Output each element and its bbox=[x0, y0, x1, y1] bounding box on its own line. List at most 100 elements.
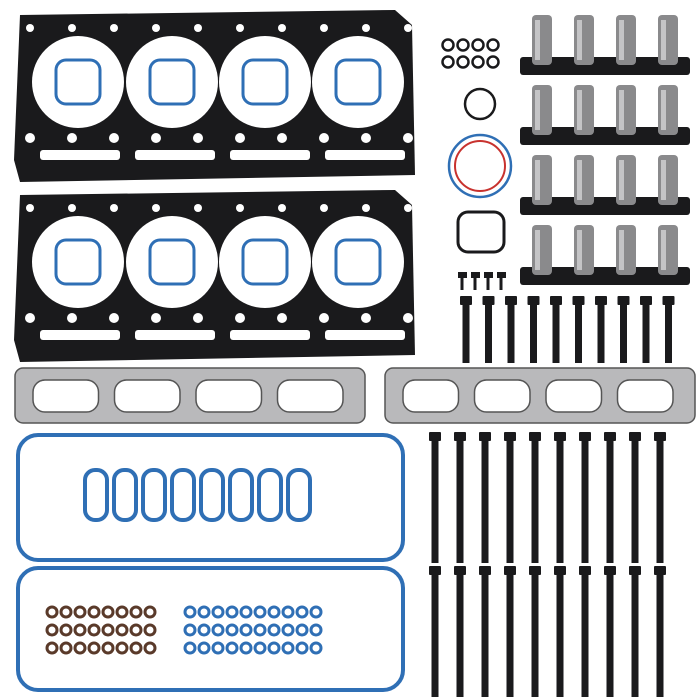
lifter-highlight bbox=[661, 20, 666, 60]
lifter-highlight bbox=[661, 230, 666, 270]
lifter-guide bbox=[520, 267, 690, 285]
valve-stem-seal bbox=[253, 623, 267, 637]
small-oring bbox=[441, 38, 455, 52]
exhaust-port bbox=[276, 379, 344, 413]
bolt-hole bbox=[151, 133, 161, 143]
lifter-tray-4 bbox=[520, 225, 690, 285]
bolt-hole bbox=[25, 313, 35, 323]
exhaust-port bbox=[402, 379, 460, 413]
bore-seal bbox=[334, 238, 382, 286]
bore-seal bbox=[54, 238, 102, 286]
valve-stem-seal bbox=[309, 605, 323, 619]
manifold-plate bbox=[14, 367, 366, 424]
bolt-hole bbox=[404, 204, 412, 212]
bolt-hole bbox=[110, 24, 118, 32]
short-bolt-head bbox=[617, 296, 630, 305]
spark-plug-tube-seal bbox=[170, 468, 196, 522]
lifter-highlight bbox=[535, 90, 540, 130]
cylinder-bore bbox=[126, 36, 218, 128]
short-bolt-head bbox=[572, 296, 585, 305]
bolt-hole bbox=[68, 204, 76, 212]
bolt-hole bbox=[151, 313, 161, 323]
valve-stem-seal bbox=[45, 623, 59, 637]
valve-stem-seal bbox=[211, 623, 225, 637]
exhaust-gasket-1 bbox=[14, 367, 366, 424]
long-bolt-shank bbox=[431, 575, 439, 697]
long-bolt-head bbox=[579, 432, 591, 441]
valve-stem-seal bbox=[73, 623, 87, 637]
small-oring bbox=[486, 38, 500, 52]
bolt-hole bbox=[193, 133, 203, 143]
small-oring bbox=[486, 55, 500, 69]
bolt-hole bbox=[68, 24, 76, 32]
short-bolt-head bbox=[460, 296, 472, 305]
coolant-slot bbox=[40, 330, 120, 340]
bolt-hole bbox=[278, 24, 286, 32]
valve-stem-seal bbox=[73, 641, 87, 655]
lifter-tray-1 bbox=[520, 15, 690, 75]
lifter-guide bbox=[520, 127, 690, 145]
long-bolt-shank bbox=[531, 441, 539, 563]
valve-stem-seal bbox=[183, 641, 197, 655]
spark-plug-tube-seal bbox=[286, 468, 312, 522]
valve-stem-seal bbox=[101, 605, 115, 619]
lifter-highlight bbox=[535, 20, 540, 60]
long-bolt-head bbox=[429, 566, 441, 575]
bolt-hole bbox=[152, 204, 160, 212]
bolt-hole bbox=[235, 133, 245, 143]
valve-stem-seal bbox=[101, 623, 115, 637]
bolt-hole bbox=[236, 204, 244, 212]
long-bolt-head bbox=[479, 566, 491, 575]
bolt-hole bbox=[403, 133, 413, 143]
valve-stem-seal bbox=[115, 623, 129, 637]
long-bolt-head bbox=[504, 566, 516, 575]
bore-seal bbox=[334, 58, 382, 106]
valve-stem-seal bbox=[59, 623, 73, 637]
head-gasket-2 bbox=[14, 190, 415, 362]
bolt-hole bbox=[109, 313, 119, 323]
long-bolt-head bbox=[454, 566, 466, 575]
valve-stem-seal bbox=[115, 641, 129, 655]
lifter-highlight bbox=[619, 160, 624, 200]
large-oring bbox=[463, 87, 497, 121]
lifter-highlight bbox=[661, 160, 666, 200]
small-oring bbox=[456, 55, 470, 69]
valve-stem-seal bbox=[211, 605, 225, 619]
bolt-hole bbox=[277, 133, 287, 143]
thermostat-gasket bbox=[456, 210, 506, 254]
bolt-hole bbox=[361, 133, 371, 143]
long-bolt-shank bbox=[581, 575, 589, 697]
bore-seal bbox=[241, 238, 289, 286]
bolt-hole bbox=[235, 313, 245, 323]
long-bolt-shank bbox=[456, 575, 464, 697]
lifter-highlight bbox=[535, 160, 540, 200]
long-bolt-head bbox=[429, 432, 441, 441]
bolt-hole bbox=[67, 313, 77, 323]
long-bolt-head bbox=[654, 566, 666, 575]
valve-stem-seal bbox=[87, 623, 101, 637]
small-bolt-head bbox=[471, 272, 480, 278]
long-bolt-shank bbox=[631, 575, 639, 697]
valve-stem-seal bbox=[129, 623, 143, 637]
long-bolt-shank bbox=[481, 575, 489, 697]
bore-seal bbox=[241, 58, 289, 106]
lifter-tray-3 bbox=[520, 155, 690, 215]
valve-stem-seal bbox=[281, 623, 295, 637]
spark-plug-tube-seal bbox=[83, 468, 109, 522]
small-oring bbox=[441, 55, 455, 69]
short-bolt-shank bbox=[552, 305, 560, 363]
cylinder-bore bbox=[312, 36, 404, 128]
coolant-slot bbox=[230, 330, 310, 340]
valve-stem-seal bbox=[225, 641, 239, 655]
valve-stem-seal bbox=[225, 623, 239, 637]
small-bolt-head bbox=[458, 272, 467, 278]
small-oring bbox=[471, 38, 485, 52]
valve-stem-seal bbox=[45, 605, 59, 619]
bolt-hole bbox=[319, 133, 329, 143]
bolt-hole bbox=[152, 24, 160, 32]
short-bolt-head bbox=[550, 296, 562, 305]
lifter-highlight bbox=[577, 90, 582, 130]
valve-stem-seal bbox=[183, 605, 197, 619]
short-bolt-shank bbox=[620, 305, 627, 363]
